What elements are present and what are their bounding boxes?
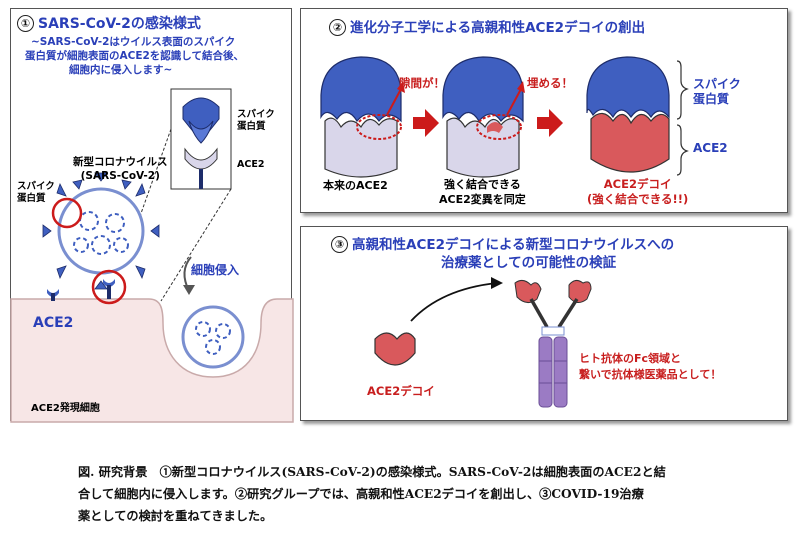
spike-brace (676, 60, 689, 120)
zoom-ace2-label: ACE2 (237, 159, 265, 170)
caption-line-1: 図. 研究背景 ①新型コロナウイルス(SARS-CoV-2)の感染様式。SARS… (78, 465, 666, 479)
invasion-arrow-head (183, 285, 195, 295)
panel3-decoy-label: ACE2デコイ (367, 384, 435, 398)
zoom-ace2-stalk (199, 169, 203, 189)
panel2-spike-label: スパイク 蛋白質 (693, 77, 741, 107)
panel1-illustration (10, 88, 294, 423)
mutant-spike-shape (442, 56, 524, 123)
fill-pointer (506, 88, 522, 116)
mutant-label: 強く結合できる ACE2変異を同定 (439, 177, 526, 207)
fc-label-2: 繋いで抗体様医薬品として！ (579, 368, 722, 381)
virus-label-1: 新型コロナウイルス (73, 156, 168, 168)
cell-body (10, 298, 294, 423)
fc-label-1: ヒト抗体のFc領域と (579, 352, 682, 365)
decoy-label-2: (強く結合できる!!) (587, 192, 689, 206)
spike-label-2: 蛋白質 (17, 193, 46, 204)
caption-line-3: 薬としての検討を重ねてきました。 (78, 509, 273, 523)
zoom-line-right (160, 188, 232, 302)
panel2-spike-label-2: 蛋白質 (693, 92, 730, 106)
spike-label-1: スパイク (17, 181, 55, 192)
gap-pointer-head (397, 81, 405, 93)
panel1-subtitle-1: ~SARS-CoV-2はウイルス表面のスパイク (31, 36, 236, 48)
zoom-spike-label-2: 蛋白質 (237, 121, 266, 132)
fusion-arrow (410, 282, 498, 322)
ace2-receptor-icon (47, 279, 115, 301)
figure-caption: 図. 研究背景 ①新型コロナウイルス(SARS-CoV-2)の感染様式。SARS… (78, 461, 758, 527)
zoom-ace2-icon (184, 147, 218, 170)
fc-label: ヒト抗体のFc領域と 繋いで抗体様医薬品として！ (579, 351, 721, 383)
zoom-spike-label: スパイク 蛋白質 (237, 109, 275, 133)
invasion-label: 細胞侵入 (191, 263, 240, 277)
caption-line-2: 合して細胞内に侵入します。②研究グループでは、高親和性ACE2デコイを創出し、③… (78, 487, 644, 501)
decoy-icon (374, 332, 416, 366)
fill-pointer-head (517, 81, 525, 93)
panel1-subtitle-3: 細胞内に侵入します~ (69, 64, 173, 76)
ace2-brace (676, 124, 689, 176)
spike-label: スパイク 蛋白質 (17, 181, 55, 205)
fill-circle (476, 114, 522, 140)
fusion-arrow-head (491, 277, 503, 289)
panel2-title: 進化分子工学による高親和性ACE2デコイの創出 (350, 20, 646, 36)
antibody-icon (514, 279, 592, 408)
panel3-illustration (374, 277, 592, 408)
zoom-spike-label-1: スパイク (237, 109, 275, 120)
stage-arrow-1 (413, 109, 439, 137)
mutant-label-2: ACE2変異を同定 (439, 193, 526, 206)
virus-label: 新型コロナウイルス (SARS-CoV-2) (73, 155, 168, 183)
fill-label: 埋める！ (527, 76, 573, 90)
panel2-spike-label-1: スパイク (693, 77, 741, 91)
decoy-label-1: ACE2デコイ (603, 177, 672, 191)
cell-label: ACE2発現細胞 (31, 403, 100, 414)
decoy-spike-shape (586, 56, 670, 119)
virus-label-2: (SARS-CoV-2) (80, 170, 160, 182)
panel3-number: ③ (331, 236, 348, 253)
spike-highlight-circle (51, 197, 83, 229)
decoy-label: ACE2デコイ (強く結合できる!!) (587, 177, 688, 207)
ace2-label: ACE2 (33, 315, 74, 331)
panel2-ace2-label: ACE2 (693, 141, 728, 155)
mutant-fill-patch (487, 122, 503, 133)
native-ace2-shape (324, 117, 398, 178)
panel2-illustration (320, 56, 689, 178)
gap-label: 隙間が！ (399, 76, 445, 90)
stage-arrow-2 (537, 109, 563, 137)
panel1-subtitle-2: 蛋白質が細胞表面のACE2を認識して結合後、 (25, 50, 244, 62)
gap-circle (356, 114, 402, 140)
binding-highlight-circle (91, 269, 127, 305)
panel1-number: ① (17, 15, 34, 32)
native-spike-shape (320, 56, 402, 123)
zoom-spike-icon (182, 97, 220, 144)
mutant-ace2-shape (446, 117, 520, 178)
gap-pointer (386, 88, 402, 116)
panel1-title: SARS-CoV-2の感染様式 (38, 16, 201, 32)
decoy-ace2-shape (590, 112, 670, 173)
panel2-number: ② (329, 19, 346, 36)
virus-spikes (42, 172, 160, 290)
internalized-virus-icon (181, 305, 245, 369)
native-ace2-label: 本来のACE2 (323, 179, 388, 192)
panel3-title-2: 治療薬としての可能性の検証 (441, 255, 617, 271)
zoom-line-left (122, 128, 172, 265)
mutant-label-1: 強く結合できる (443, 178, 521, 191)
virus-icon (57, 187, 145, 275)
panel3-title-1: 高親和性ACE2デコイによる新型コロナウイルスへの (352, 237, 675, 253)
